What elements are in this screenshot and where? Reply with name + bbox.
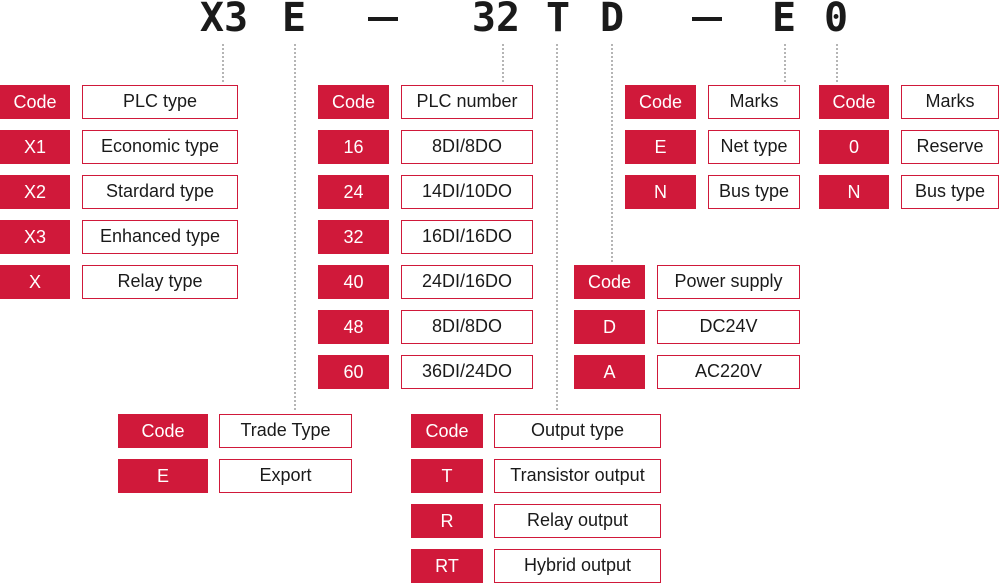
- description-cell: Relay type: [82, 265, 238, 299]
- description-cell: 24DI/16DO: [401, 265, 533, 299]
- code-cell: N: [625, 175, 696, 209]
- description-cell: Reserve: [901, 130, 999, 164]
- model-char-reserve: 0: [823, 0, 849, 41]
- description-cell: Stardard type: [82, 175, 238, 209]
- connector-power-supply: [611, 44, 613, 262]
- code-cell: X3: [0, 220, 70, 254]
- code-header: Code: [318, 85, 389, 119]
- model-char-trade-type: E: [281, 0, 307, 41]
- code-cell: E: [625, 130, 696, 164]
- description-cell: Bus type: [901, 175, 999, 209]
- description-cell: Transistor output: [494, 459, 661, 493]
- code-cell: X: [0, 265, 70, 299]
- marks-header: Marks: [901, 85, 999, 119]
- model-separator-dash-1: [368, 17, 398, 21]
- description-cell: Net type: [708, 130, 800, 164]
- code-header: Code: [574, 265, 645, 299]
- code-cell: 48: [318, 310, 389, 344]
- description-cell: Bus type: [708, 175, 800, 209]
- connector-plc-type: [222, 44, 224, 82]
- code-cell: RT: [411, 549, 483, 583]
- description-cell: 8DI/8DO: [401, 130, 533, 164]
- code-cell: X1: [0, 130, 70, 164]
- output-type-header: Output type: [494, 414, 661, 448]
- model-separator-dash-2: [692, 17, 722, 21]
- description-cell: Hybrid output: [494, 549, 661, 583]
- code-cell: 24: [318, 175, 389, 209]
- trade-type-header: Trade Type: [219, 414, 352, 448]
- code-cell: 40: [318, 265, 389, 299]
- model-char-power-supply: D: [599, 0, 625, 41]
- model-char-output-type: T: [545, 0, 571, 41]
- code-cell: D: [574, 310, 645, 344]
- code-cell: E: [118, 459, 208, 493]
- connector-reserve: [836, 44, 838, 82]
- code-header: Code: [411, 414, 483, 448]
- model-char-marks: E: [771, 0, 797, 41]
- code-cell: 0: [819, 130, 889, 164]
- connector-output-type: [556, 44, 558, 410]
- code-header: Code: [625, 85, 696, 119]
- code-cell: 60: [318, 355, 389, 389]
- power-supply-header: Power supply: [657, 265, 800, 299]
- code-cell: 16: [318, 130, 389, 164]
- description-cell: DC24V: [657, 310, 800, 344]
- description-cell: Relay output: [494, 504, 661, 538]
- code-cell: 32: [318, 220, 389, 254]
- description-cell: Enhanced type: [82, 220, 238, 254]
- code-cell: N: [819, 175, 889, 209]
- connector-plc-number: [502, 44, 504, 82]
- code-cell: A: [574, 355, 645, 389]
- code-cell: X2: [0, 175, 70, 209]
- description-cell: Economic type: [82, 130, 238, 164]
- description-cell: 36DI/24DO: [401, 355, 533, 389]
- marks-header: Marks: [708, 85, 800, 119]
- description-cell: 16DI/16DO: [401, 220, 533, 254]
- code-header: Code: [819, 85, 889, 119]
- plc-type-header: PLC type: [82, 85, 238, 119]
- code-cell: R: [411, 504, 483, 538]
- model-char-plc-number: 32: [471, 0, 521, 41]
- code-cell: T: [411, 459, 483, 493]
- description-cell: AC220V: [657, 355, 800, 389]
- description-cell: 14DI/10DO: [401, 175, 533, 209]
- connector-trade-type: [294, 44, 296, 410]
- description-cell: 8DI/8DO: [401, 310, 533, 344]
- model-char-plc-type: X3: [199, 0, 249, 41]
- plc-number-header: PLC number: [401, 85, 533, 119]
- description-cell: Export: [219, 459, 352, 493]
- code-header: Code: [118, 414, 208, 448]
- connector-marks: [784, 44, 786, 82]
- code-header: Code: [0, 85, 70, 119]
